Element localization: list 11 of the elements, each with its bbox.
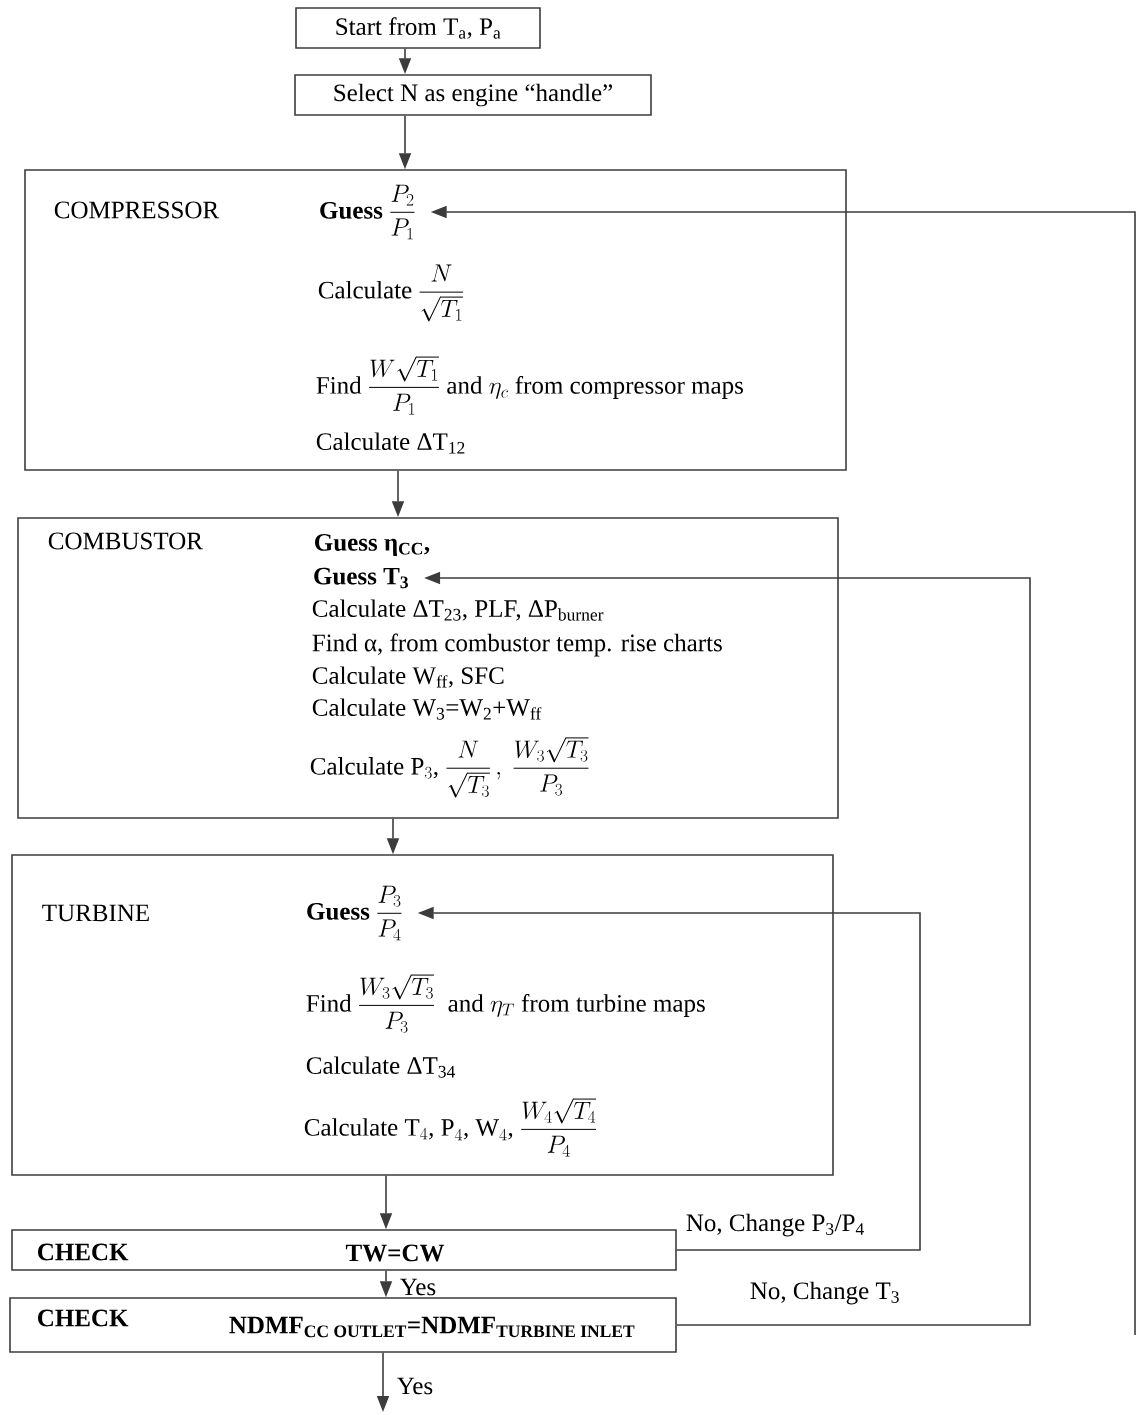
- edge-label: No, Change P$_{3}$/P$_{4}$: [684, 1212, 866, 1238]
- process-box: Start from T$_{a}$, P$_{a}$: [295, 7, 541, 49]
- guess-text: $\textbf{Guess}\ \dfrac{P_3}{P_4}$: [307, 885, 402, 941]
- check-box: CHECK $\text{\bfseries NDMF}_{\text{\bfseries CC OUTLET}}\text{\bfseries =NDMF}_{\text{\bfseries TURBINE INLET}}$: [9, 1297, 677, 1353]
- process-box: Select N as engine “handle”: [294, 74, 652, 116]
- edge-label: No, Change T$_{3}$: [748, 1280, 901, 1306]
- guess-text: $\textbf{Guess}\ \dfrac{P_2}{P_1}$: [320, 184, 415, 240]
- check-box: CHECK TW=CW: [11, 1229, 677, 1271]
- guess-text: Guess T$_{3}$: [314, 567, 408, 589]
- edge-label: Yes: [395, 1376, 435, 1396]
- edge-label: Yes: [398, 1277, 438, 1297]
